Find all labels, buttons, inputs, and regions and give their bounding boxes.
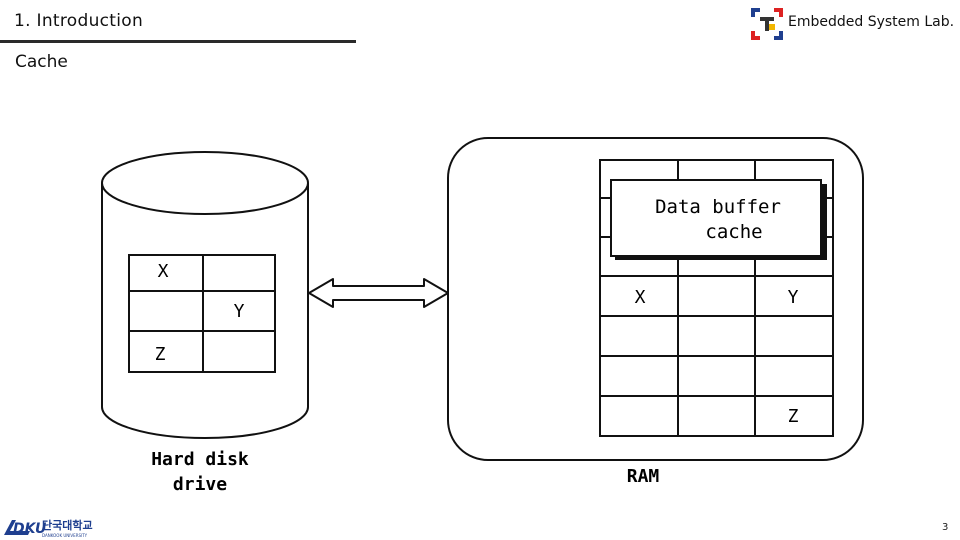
ram-label: RAM — [627, 466, 660, 487]
disk-cell-label: Y — [234, 301, 245, 322]
disk-cell-label: X — [158, 261, 169, 282]
hard-disk-label: Hard disk — [151, 449, 249, 470]
ram-cell-label: X — [635, 287, 646, 308]
university-logo-text: 단국대학교 — [42, 518, 93, 532]
lab-logo-icon — [751, 8, 783, 40]
title-underline — [0, 40, 356, 43]
university-logo-subtext: DANKOOK UNIVERSITY — [42, 533, 88, 538]
ram-cell-label: Y — [788, 287, 799, 308]
slide-subtitle: Cache — [15, 52, 68, 72]
ram-cell-label: Z — [788, 406, 799, 427]
buffer-cache-label: cache — [705, 221, 762, 243]
data-buffer-cache-box — [610, 179, 822, 257]
lab-name: Embedded System Lab. — [788, 14, 955, 30]
double-arrow-icon — [308, 278, 449, 308]
page-number: 3 — [942, 522, 949, 533]
disk-cell-label: Z — [155, 344, 166, 365]
buffer-cache-label: Data buffer — [655, 196, 781, 218]
hard-disk-label: drive — [173, 474, 227, 495]
svg-text:DKU: DKU — [13, 521, 47, 537]
hard-disk-cylinder — [101, 151, 309, 439]
disk-block-grid — [128, 254, 276, 373]
page-title: 1. Introduction — [14, 11, 144, 31]
university-logo-icon: DKU 단국대학교 DANKOOK UNIVERSITY — [4, 518, 93, 538]
